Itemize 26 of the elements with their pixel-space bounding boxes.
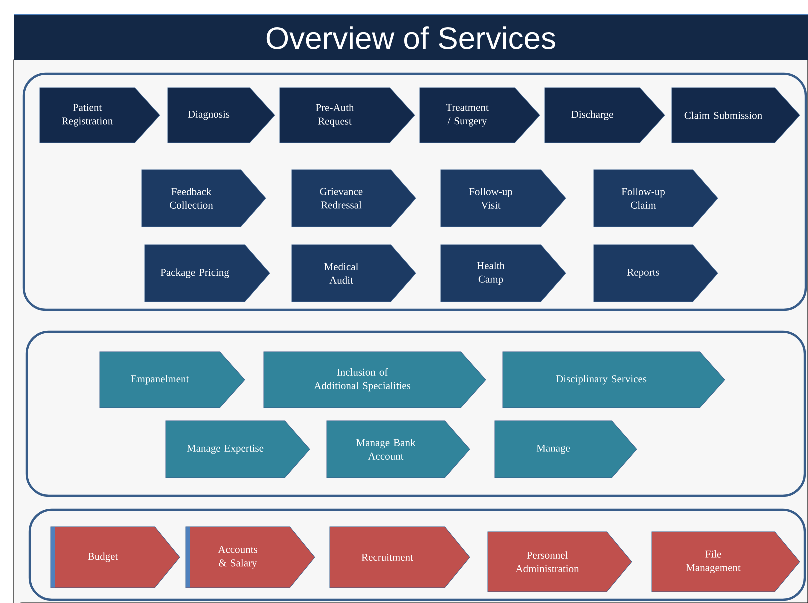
service-step: Manage Expertise [166,420,310,478]
service-step: Feedback Collection [142,170,266,228]
service-step: Follow-up Claim [594,170,718,228]
service-step: Diagnosis [168,88,276,144]
service-step: File Management [652,532,800,592]
service-step: Accounts & Salary [186,526,316,588]
service-step: Health Camp [440,244,566,302]
service-step: Medical Audit [292,244,416,302]
title-banner: Overview of Services [14,14,808,60]
group-panel [22,72,808,312]
service-step: Inclusion of Additional Specialities [264,352,486,408]
group-panel [28,508,806,602]
service-step: Empanelment [100,352,246,408]
service-step: Disciplinary Services [502,352,726,408]
service-step: Manage Bank Account [326,420,470,478]
service-step: Reports [594,244,718,302]
service-step: Budget [50,526,180,588]
service-step: Grievance Redressal [292,170,416,228]
group-panel [26,330,806,498]
service-step: Claim Submission [672,88,800,144]
service-step: Pre-Auth Request [280,88,416,144]
service-step: Manage [494,420,638,478]
service-step: Personnel Administration [488,532,632,592]
service-step: Recruitment [330,526,470,588]
service-step: Follow-up Visit [440,170,566,228]
service-step: Package Pricing [144,244,270,302]
